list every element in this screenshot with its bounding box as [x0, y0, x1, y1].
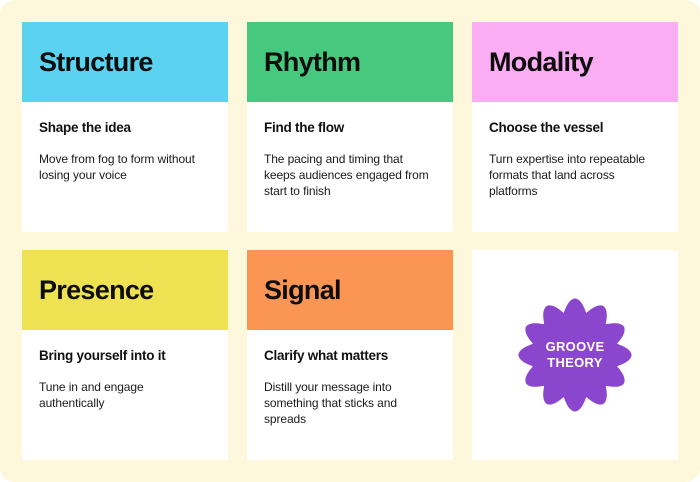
badge-wrap: GROOVE THEORY — [516, 296, 634, 414]
card-description: Move from fog to form without losing you… — [39, 152, 195, 183]
card-body: Bring yourself into it Tune in and engag… — [22, 330, 228, 460]
card-band: Rhythm — [247, 22, 453, 102]
card-body: Shape the idea Move from fog to form wit… — [22, 102, 228, 232]
card-subtitle: Bring yourself into it — [39, 348, 166, 363]
card-band: Structure — [22, 22, 228, 102]
card-title: Presence — [39, 274, 154, 305]
card-subtitle: Clarify what matters — [264, 348, 389, 363]
badge-line-1: GROOVE — [545, 338, 605, 354]
card-rhythm[interactable]: Rhythm Find the flow The pacing and timi… — [247, 22, 453, 232]
card-presence[interactable]: Presence Bring yourself into it Tune in … — [22, 250, 228, 460]
card-body: Choose the vessel Turn expertise into re… — [472, 102, 678, 232]
card-brand-badge[interactable]: GROOVE THEORY — [472, 250, 678, 460]
card-title: Signal — [264, 274, 342, 305]
card-description: The pacing and timing that keeps audienc… — [264, 152, 429, 199]
card-description: Tune in and engage authentically — [39, 380, 144, 411]
card-body: Find the flow The pacing and timing that… — [247, 102, 453, 232]
badge-text: GROOVE THEORY — [546, 339, 605, 372]
card-signal[interactable]: Signal Clarify what matters Distill your… — [247, 250, 453, 460]
card-grid: Structure Shape the idea Move from fog t… — [22, 22, 678, 460]
card-structure[interactable]: Structure Shape the idea Move from fog t… — [22, 22, 228, 232]
card-title: Structure — [39, 46, 153, 77]
card-band: Signal — [247, 250, 453, 330]
starburst-icon — [518, 298, 632, 412]
card-description: Distill your message into something that… — [264, 380, 397, 427]
card-body: Clarify what matters Distill your messag… — [247, 330, 453, 460]
card-title: Rhythm — [264, 46, 361, 77]
card-subtitle: Find the flow — [264, 120, 344, 135]
card-description: Turn expertise into repeatable formats t… — [489, 152, 645, 199]
card-subtitle: Choose the vessel — [489, 120, 604, 135]
card-band: Presence — [22, 250, 228, 330]
badge-line-2: THEORY — [547, 355, 603, 370]
card-modality[interactable]: Modality Choose the vessel Turn expertis… — [472, 22, 678, 232]
card-title: Modality — [489, 46, 594, 77]
card-subtitle: Shape the idea — [39, 120, 131, 135]
card-band: Modality — [472, 22, 678, 102]
